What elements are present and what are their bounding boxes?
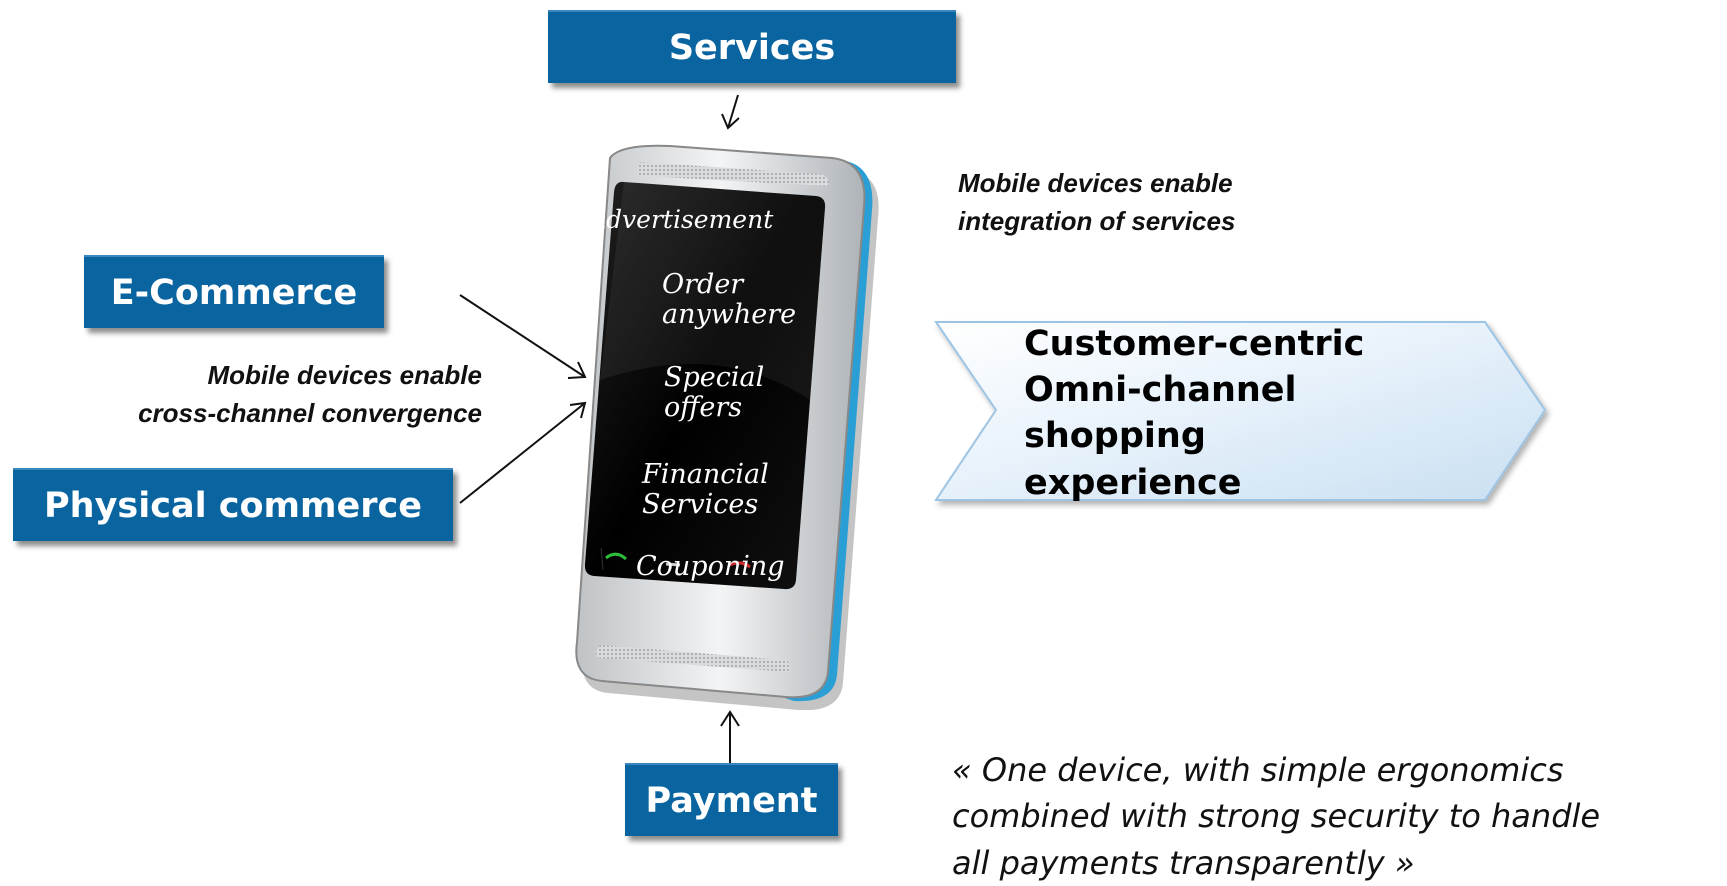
ecommerce-arrow: [459, 294, 587, 379]
payment-quote: « One device, with simple ergonomics com…: [952, 747, 1600, 886]
chevron-line: Omni-channel: [1024, 370, 1297, 411]
screen-line: Order: [662, 269, 744, 300]
screen-special-offers: Special offers: [664, 363, 764, 422]
payment-label: Payment: [645, 780, 818, 821]
services-arrow: [721, 94, 740, 130]
caption-line: integration of services: [958, 205, 1236, 236]
payment-box: Payment: [625, 763, 838, 836]
outcome-chevron: [934, 321, 1547, 501]
physical-arrow: [459, 401, 587, 504]
ecommerce-box: E-Commerce: [84, 255, 384, 328]
chevron-line: shopping: [1024, 416, 1206, 457]
quote-line: « One device, with simple ergonomics: [952, 751, 1564, 789]
quote-line: all payments transparently »: [952, 843, 1415, 882]
screen-line: Special: [664, 362, 765, 393]
integration-caption: Mobile devices enable integration of ser…: [958, 165, 1235, 240]
ecommerce-label: E-Commerce: [110, 272, 358, 313]
services-label: Services: [668, 27, 836, 68]
screen-financial-services: Financial Services: [642, 460, 769, 519]
screen-line: Services: [642, 488, 759, 520]
screen-line: offers: [664, 391, 743, 423]
screen-couponing: Couponing: [636, 551, 785, 582]
mobile-phone-image: Advertisement Order anywhere Special off…: [570, 140, 910, 711]
caption-line: cross-channel convergence: [138, 397, 482, 428]
phone-drawing: [575, 144, 879, 711]
caption-line: Mobile devices enable: [958, 168, 1233, 198]
payment-arrow: [720, 710, 740, 763]
screen-order-anywhere: Order anywhere: [662, 270, 796, 329]
screen-line: anywhere: [662, 298, 797, 330]
screen-line: Financial: [642, 459, 769, 490]
physical-commerce-box: Physical commerce: [13, 468, 453, 541]
chevron-line: experience: [1024, 462, 1242, 503]
convergence-caption: Mobile devices enable cross-channel conv…: [60, 357, 482, 432]
chevron-text: Customer-centric Omni-channel shopping e…: [1024, 321, 1364, 506]
quote-line: combined with strong security to handle: [952, 797, 1601, 836]
physical-commerce-label: Physical commerce: [44, 485, 422, 526]
caption-line: Mobile devices enable: [207, 360, 482, 390]
screen-advertisement: Advertisement: [588, 205, 774, 234]
services-box: Services: [548, 10, 956, 83]
chevron-line: Customer-centric: [1024, 324, 1365, 364]
